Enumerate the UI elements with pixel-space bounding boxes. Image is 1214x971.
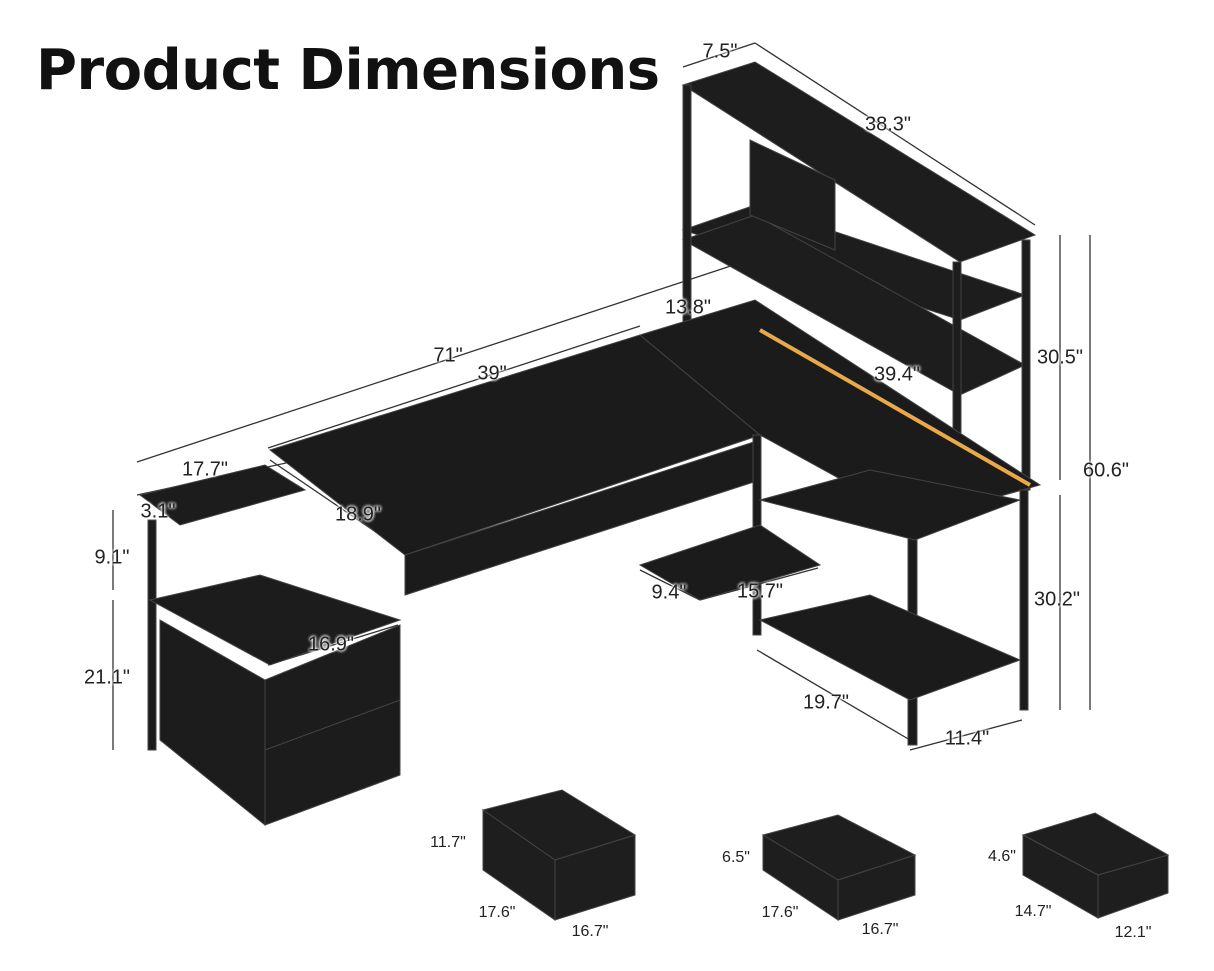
dim-side-desk-depth: 19.7" (802, 691, 850, 714)
dim-cabinet-height: 21.1" (83, 666, 131, 689)
dim-desk-depth: 18.9" (334, 503, 382, 526)
dim-total-length: 71" (433, 344, 463, 367)
bin-1-height: 11.7" (430, 834, 466, 851)
dim-shelf-width: 11.4" (944, 727, 990, 750)
bin-2-width: 16.7" (861, 921, 899, 938)
dim-cabinet-top-width: 17.7" (181, 458, 229, 481)
file-cabinet (138, 464, 402, 827)
page-title: Product Dimensions (36, 38, 660, 103)
bin-2-depth: 17.6" (761, 904, 799, 921)
bin-1-depth: 17.6" (478, 904, 516, 921)
bin-1-width: 16.7" (571, 923, 609, 940)
dim-keyboard-width: 15.7" (736, 580, 784, 603)
bin-3-width: 12.1" (1114, 924, 1152, 941)
bin-2-height: 6.5" (722, 849, 750, 866)
dim-desk-height: 30.2" (1033, 588, 1081, 611)
dim-hutch-depth: 7.5" (702, 40, 738, 63)
dim-main-desk-length: 39" (477, 362, 507, 385)
dim-side-desk-length: 39.4" (873, 363, 921, 386)
bin-3-height: 4.6" (988, 848, 1016, 865)
dim-cabinet-top-thickness: 3.1" (140, 500, 176, 523)
dim-shelf-clearance: 9.1" (94, 546, 130, 569)
dim-keyboard-depth: 9.4" (651, 581, 687, 604)
dim-total-height: 60.6" (1082, 459, 1130, 482)
dim-hutch-gap: 13.8" (664, 296, 712, 319)
dim-cabinet-width: 16.9" (307, 633, 355, 656)
dim-hutch-width: 38.3" (864, 113, 912, 136)
desk (268, 299, 1042, 746)
hutch (681, 61, 1037, 503)
dim-hutch-height: 30.5" (1036, 346, 1084, 369)
storage-bins (481, 789, 1170, 921)
bin-3-depth: 14.7" (1014, 903, 1052, 920)
